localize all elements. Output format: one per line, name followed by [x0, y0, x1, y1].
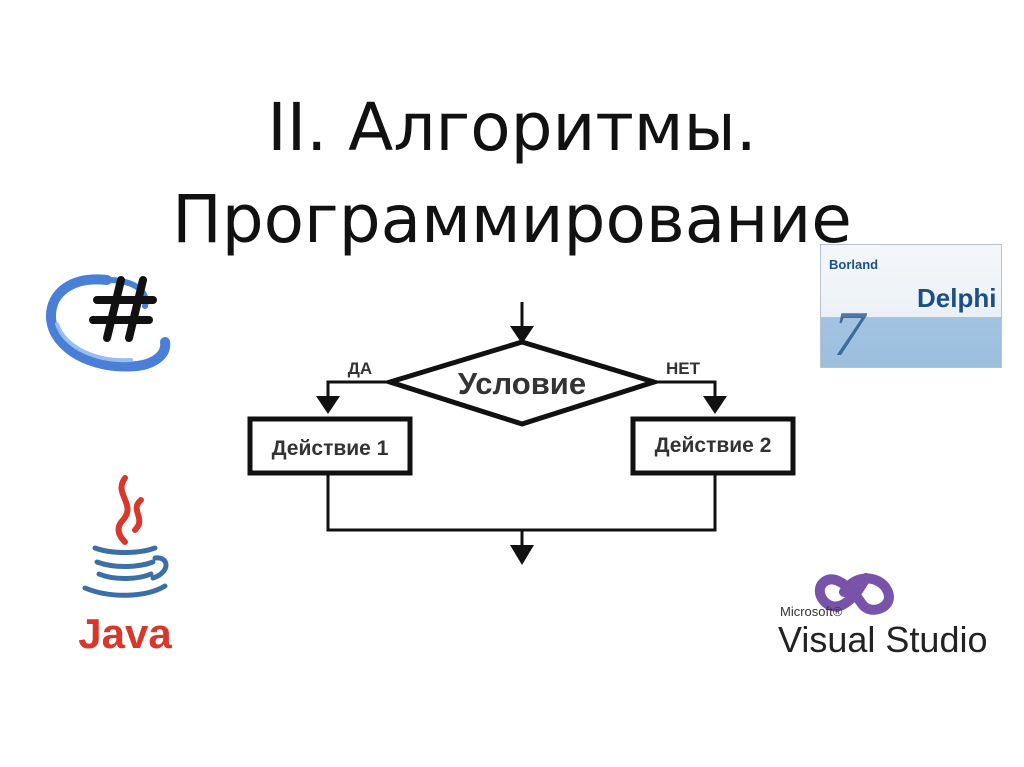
exit-arrow-head — [510, 545, 534, 565]
condition-diamond — [381, 339, 663, 427]
action-1-box — [247, 416, 413, 476]
entry-arrow-head — [510, 326, 534, 344]
yes-arrow-head — [316, 396, 340, 414]
csharp-logo-icon — [45, 262, 175, 382]
flowchart: Условие ДА НЕТ Действие 1 Действие 2 — [240, 300, 800, 580]
vs-product: Visual Studio — [778, 619, 987, 660]
java-logo-text: Java — [78, 610, 172, 657]
vs-vendor: Microsoft® — [780, 604, 843, 619]
slide-title: II. Алгоритмы. Программирование — [0, 82, 1024, 266]
action-2-box — [630, 416, 796, 476]
condition-label: Условие — [458, 366, 586, 401]
title-line-1: II. Алгоритмы. — [267, 89, 757, 167]
action-2-label: Действие 2 — [655, 434, 772, 457]
no-label: НЕТ — [666, 359, 701, 378]
no-arrow-head — [703, 396, 727, 414]
delphi-product: Delphi — [917, 283, 996, 313]
no-branch-line — [654, 380, 717, 400]
yes-branch-line — [326, 380, 390, 400]
delphi-logo-icon: 7 Borland Delphi — [820, 244, 1002, 368]
flowchart-svg: Условие ДА НЕТ Действие 1 Действие 2 — [247, 302, 796, 565]
visual-studio-logo-icon: Microsoft® Visual Studio — [770, 570, 1010, 665]
delphi-version: 7 — [833, 298, 868, 367]
action-1-label: Действие 1 — [272, 437, 389, 460]
yes-label: ДА — [348, 359, 372, 378]
merge-line — [326, 473, 717, 532]
delphi-brand: Borland — [829, 257, 878, 272]
java-logo-icon: Java — [55, 470, 195, 660]
title-line-2: Программирование — [172, 181, 852, 259]
